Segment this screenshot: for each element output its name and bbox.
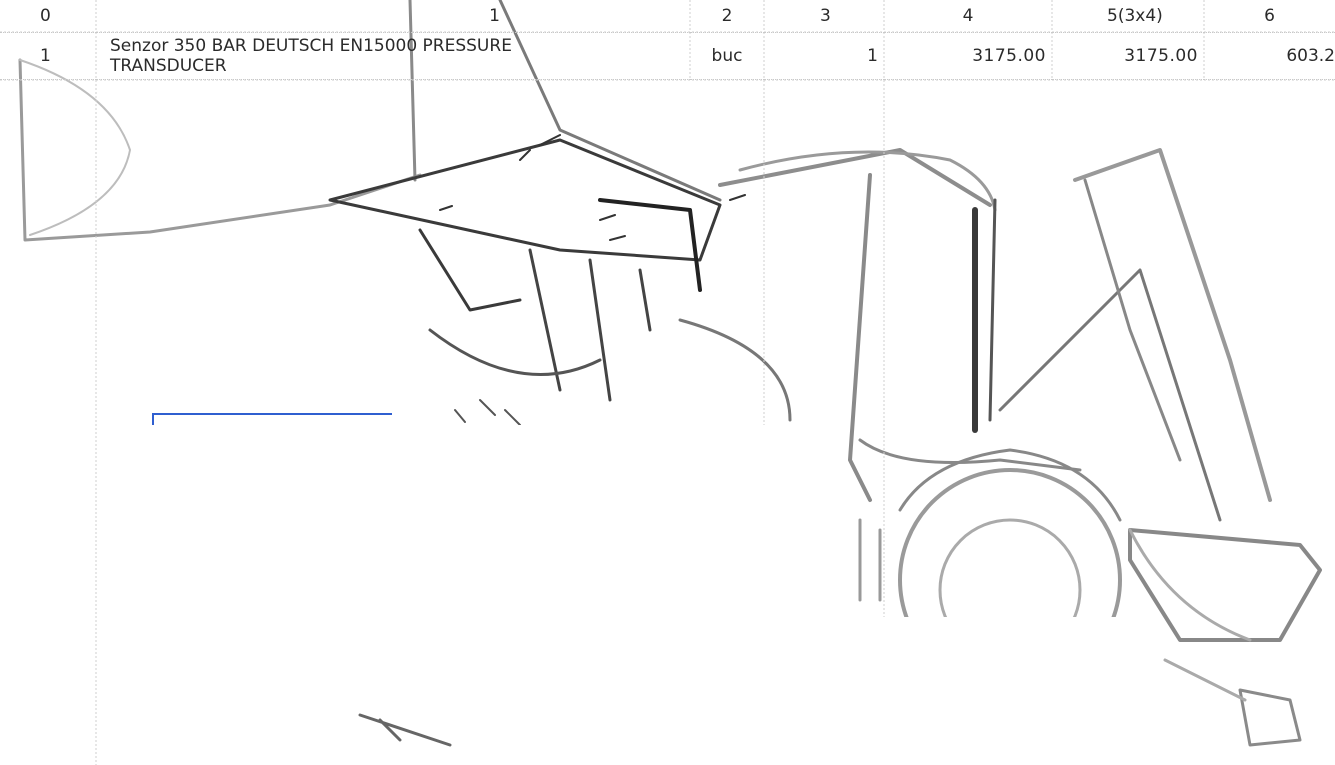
row-number: 1 [0,32,96,80]
vat-value: 603.2 [1204,32,1335,80]
column-header-1: 1 [96,0,690,33]
blue-frame-edge-top [152,413,392,415]
table-header-row: 0 1 2 3 4 5(3x4) 6 [0,0,1335,33]
unit-of-measure: buc [690,32,764,80]
product-description: Senzor 350 BAR DEUTSCH EN15000 PRESSURE … [96,32,690,80]
line-value: 3175.00 [1052,32,1204,80]
quantity: 1 [764,32,884,80]
table-row: 1 Senzor 350 BAR DEUTSCH EN15000 PRESSUR… [0,32,1335,80]
column-header-2: 2 [690,0,764,33]
blue-frame-edge-left [152,413,154,425]
invoice-line-table: 0 1 2 3 4 5(3x4) 6 1 Senzor 350 BAR DEUT… [0,0,1335,80]
white-mask-center [453,425,845,765]
description-line-2: TRANSDUCER [110,56,227,76]
column-header-3: 3 [764,0,884,33]
white-mask-right [845,617,1157,765]
column-header-0: 0 [0,0,96,33]
unit-price: 3175.00 [884,32,1052,80]
column-header-4: 4 [884,0,1052,33]
column-header-6: 6 [1204,0,1335,33]
column-header-5: 5(3x4) [1052,0,1204,33]
white-mask-left [135,425,453,710]
description-line-1: Senzor 350 BAR DEUTSCH EN15000 PRESSURE [110,36,512,56]
